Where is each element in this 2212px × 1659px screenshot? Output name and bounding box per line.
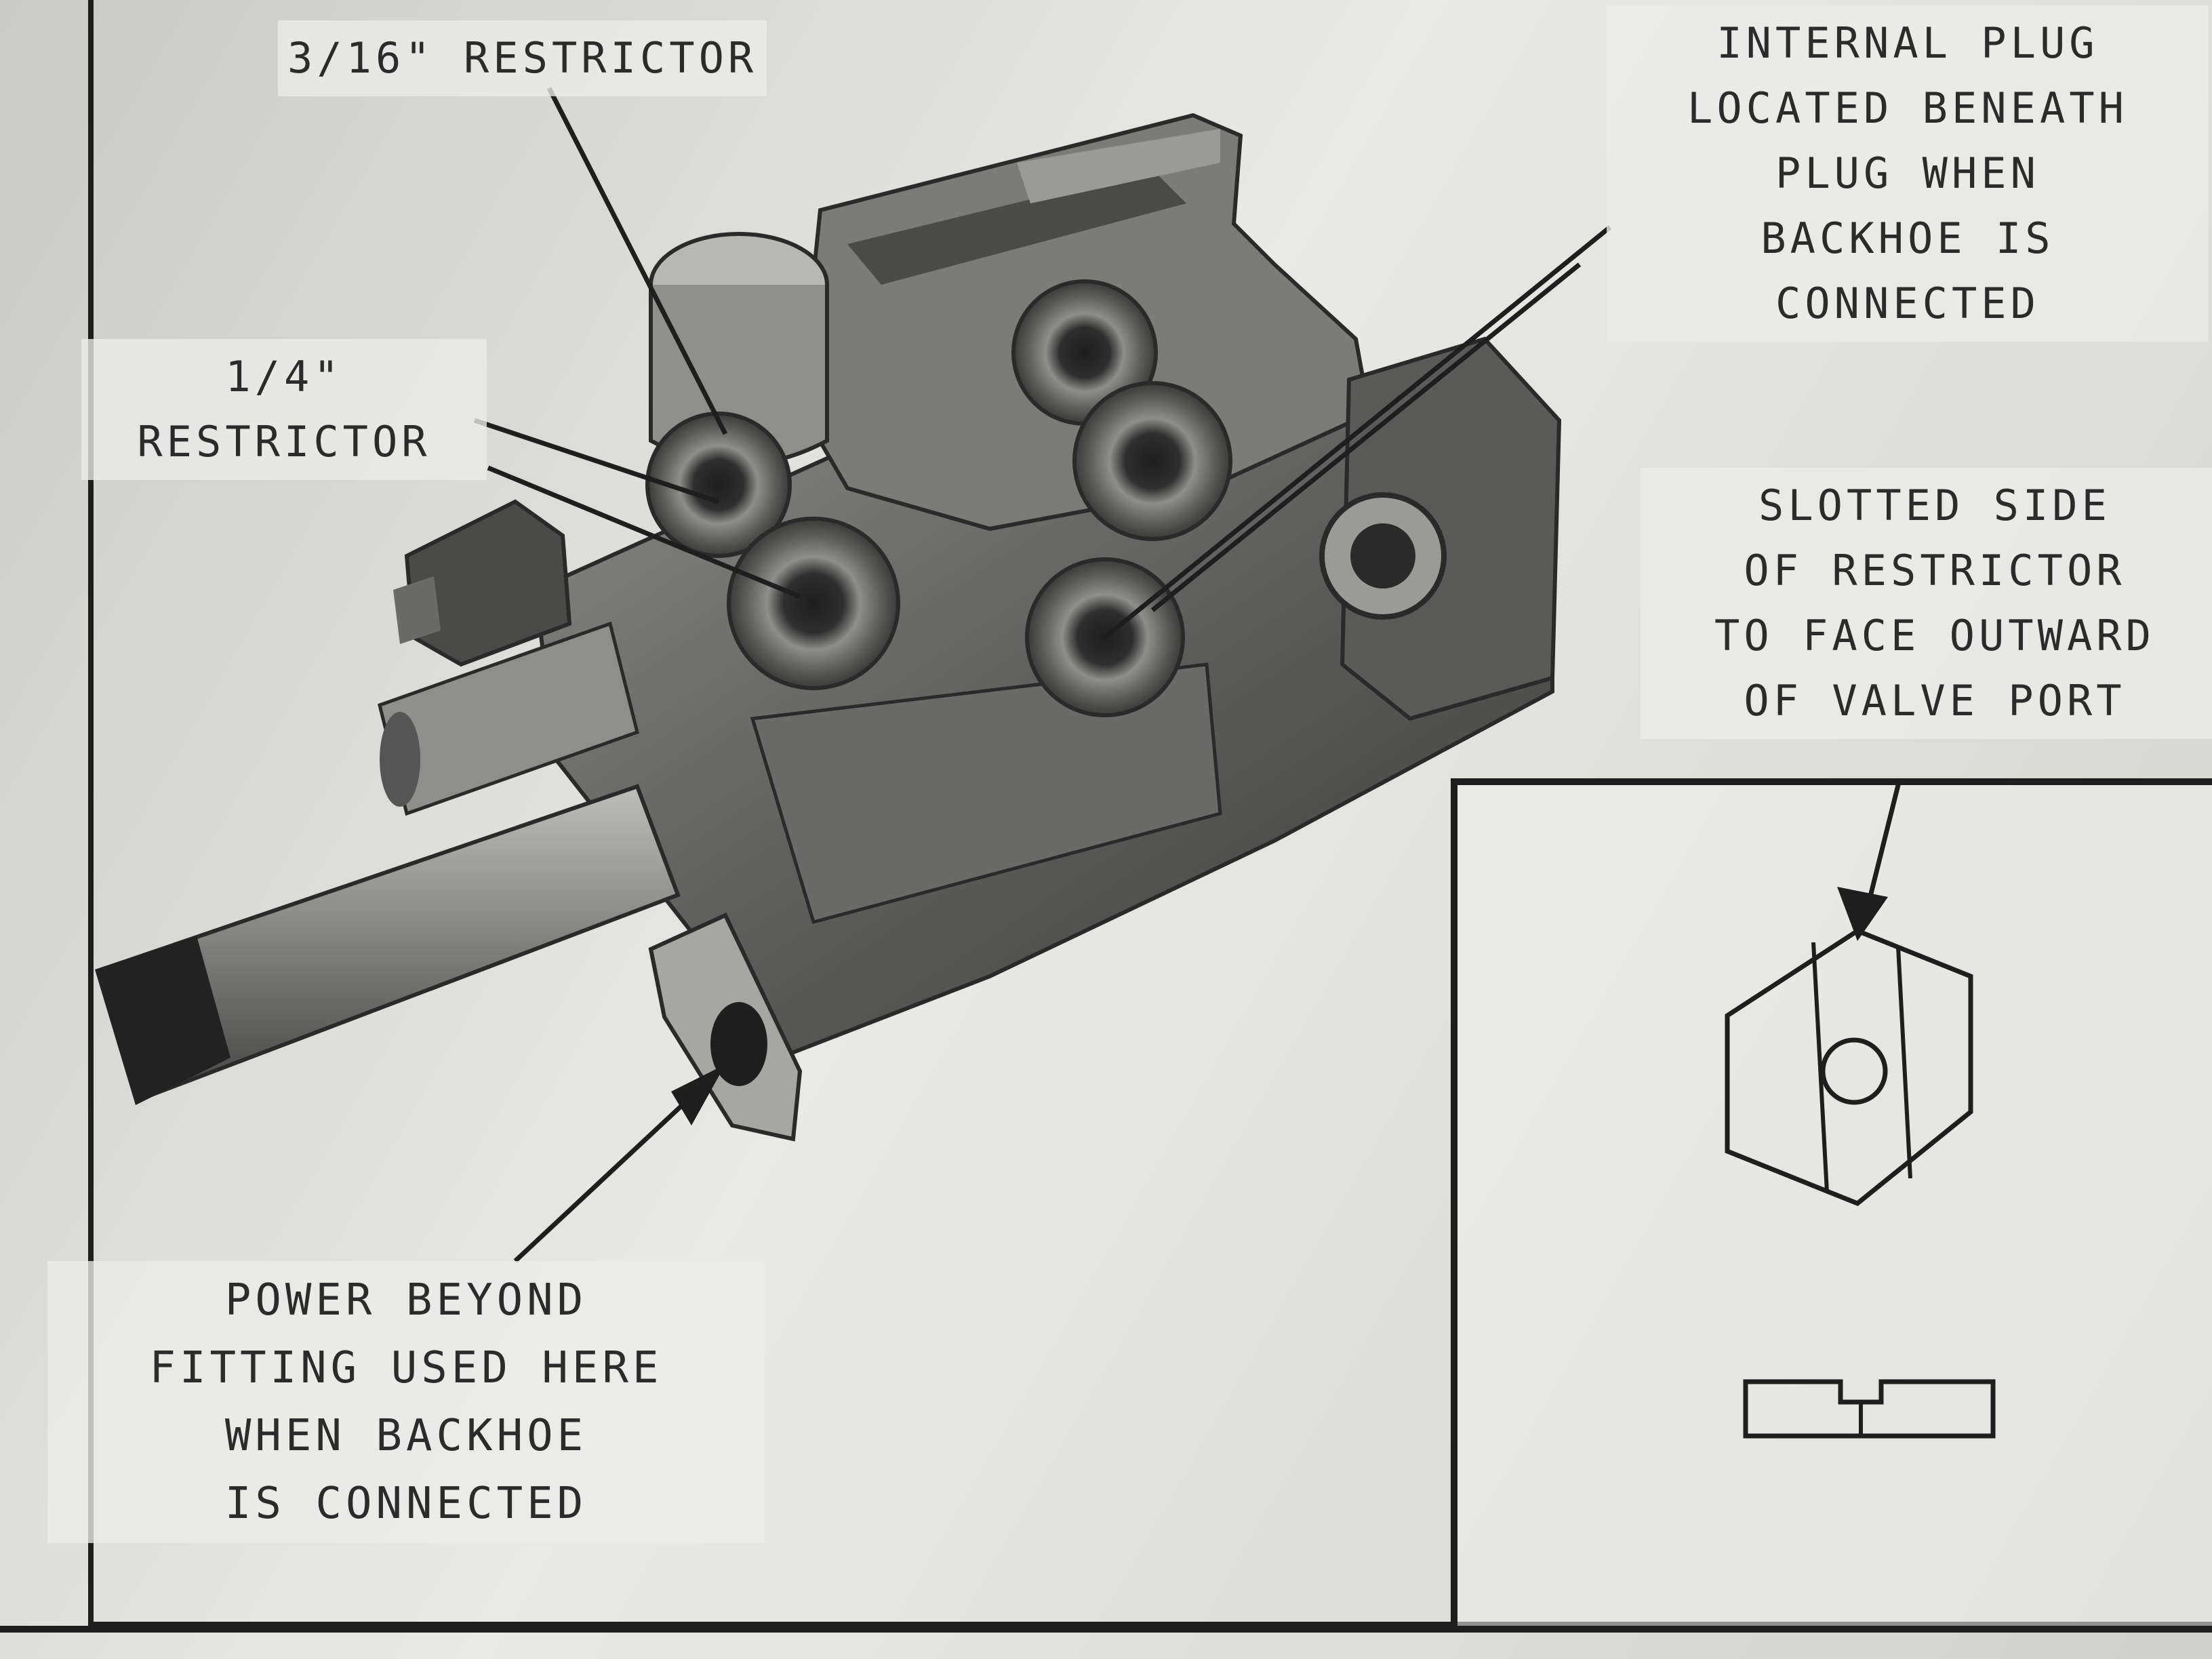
leader-3-16-restrictor xyxy=(546,87,728,435)
restrictor-hex-icon xyxy=(1725,928,1973,1207)
spool-tube xyxy=(95,621,681,1105)
leader-internal-plug-b xyxy=(1150,262,1582,612)
restrictor-orifice-icon xyxy=(1820,1037,1888,1105)
arrowhead-power-beyond xyxy=(671,1064,725,1125)
port-1-4-restrictor xyxy=(727,517,900,690)
label-slotted-side: SLOTTED SIDE OF RESTRICTOR TO FACE OUTWA… xyxy=(1641,468,2212,739)
arrowhead-slotted-side xyxy=(1837,887,1888,941)
label-internal-plug: INTERNAL PLUG LOCATED BENEATH PLUG WHEN … xyxy=(1607,5,2209,342)
leader-internal-plug xyxy=(1103,225,1612,639)
figure-frame xyxy=(88,0,2212,1627)
port-3-16-restrictor xyxy=(645,412,792,558)
label-3-16-restrictor: 3/16" RESTRICTOR xyxy=(278,20,767,96)
port-middle-right xyxy=(1072,381,1232,541)
leader-1-4-restrictor-b xyxy=(487,465,801,599)
restrictor-detail-inset xyxy=(1451,757,2212,1629)
leader-lines xyxy=(473,87,1612,1263)
bottom-rule xyxy=(0,1626,2212,1633)
label-1-4-restrictor: 1/4" RESTRICTOR xyxy=(81,339,487,480)
leader-1-4-restrictor-a xyxy=(473,418,720,504)
label-power-beyond: POWER BEYOND FITTING USED HERE WHEN BACK… xyxy=(47,1261,765,1543)
restrictor-profile-icon xyxy=(1743,1379,1996,1439)
restrictor-detail-drawing xyxy=(1725,757,1996,1439)
